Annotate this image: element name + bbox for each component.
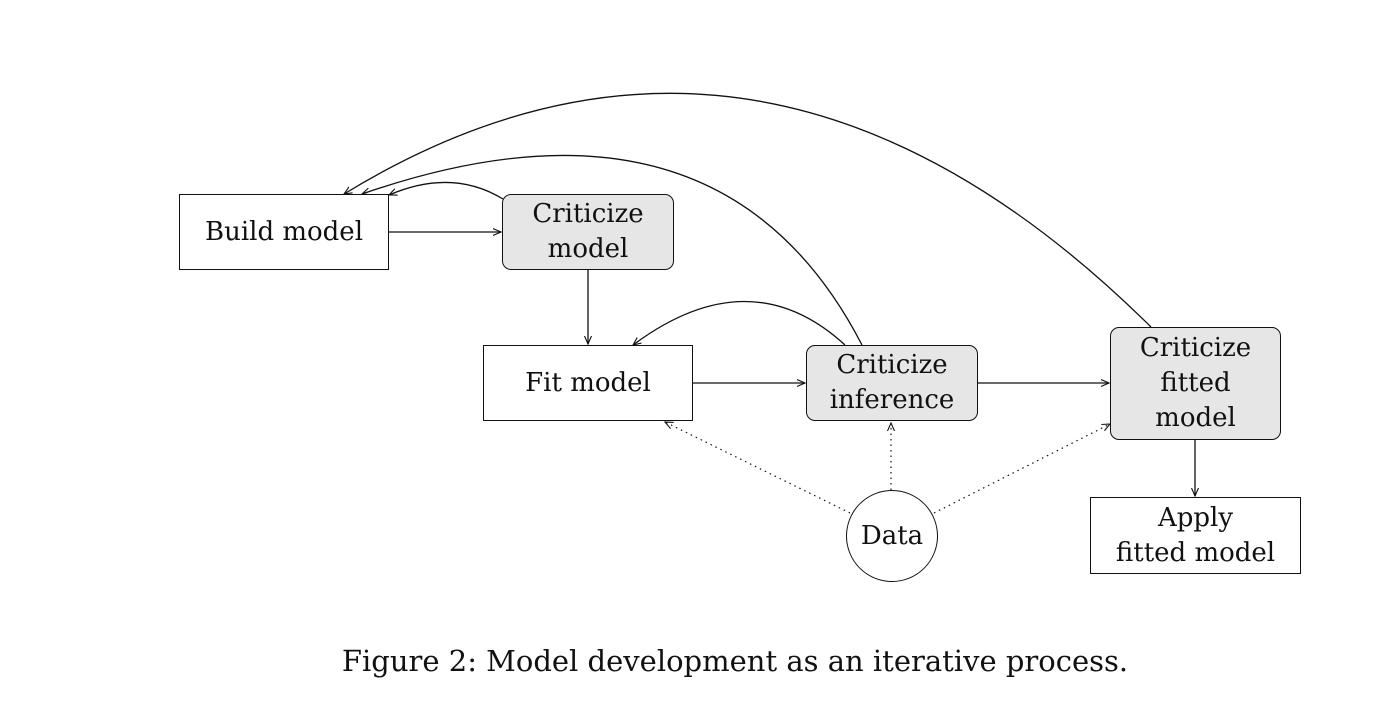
edge-criticize-model-to-build [389,181,504,200]
node-apply-fitted-model-line-2: fitted model [1115,537,1276,568]
node-criticize-model-line-2: model [547,234,629,264]
node-build-model: Build model [179,194,389,270]
node-data: Data [846,490,938,582]
node-fit-model-line-1: Fit model [525,367,651,398]
node-criticize-fitted-model: Criticize fitted model [1110,327,1281,440]
node-data-line-1: Data [860,520,924,551]
node-criticize-fitted-model-line-2: fitted [1160,368,1231,398]
node-criticize-inference-line-2: inference [829,385,955,415]
node-criticize-fitted-model-line-3: model [1155,403,1236,433]
node-apply-fitted-model: Apply fitted model [1090,497,1301,574]
node-criticize-model-line-1: Criticize [532,199,644,229]
node-criticize-inference: Criticize inference [806,345,978,421]
node-fit-model: Fit model [483,345,693,421]
edge-data-to-criticize-fitted [933,424,1110,514]
node-build-model-line-1: Build model [204,216,364,247]
node-criticize-inference-line-1: Criticize [836,350,948,380]
edge-criticize-inference-to-build [362,154,863,346]
node-apply-fitted-model-line-1: Apply [1157,502,1234,533]
node-criticize-model: Criticize model [502,194,674,270]
edge-criticize-fitted-to-build [344,92,1152,328]
edge-criticize-inference-to-fit [633,300,846,346]
edge-data-to-fit [665,422,851,514]
node-criticize-fitted-model-line-1: Criticize [1139,333,1252,363]
figure-caption: Figure 2: Model development as an iterat… [341,644,1129,678]
